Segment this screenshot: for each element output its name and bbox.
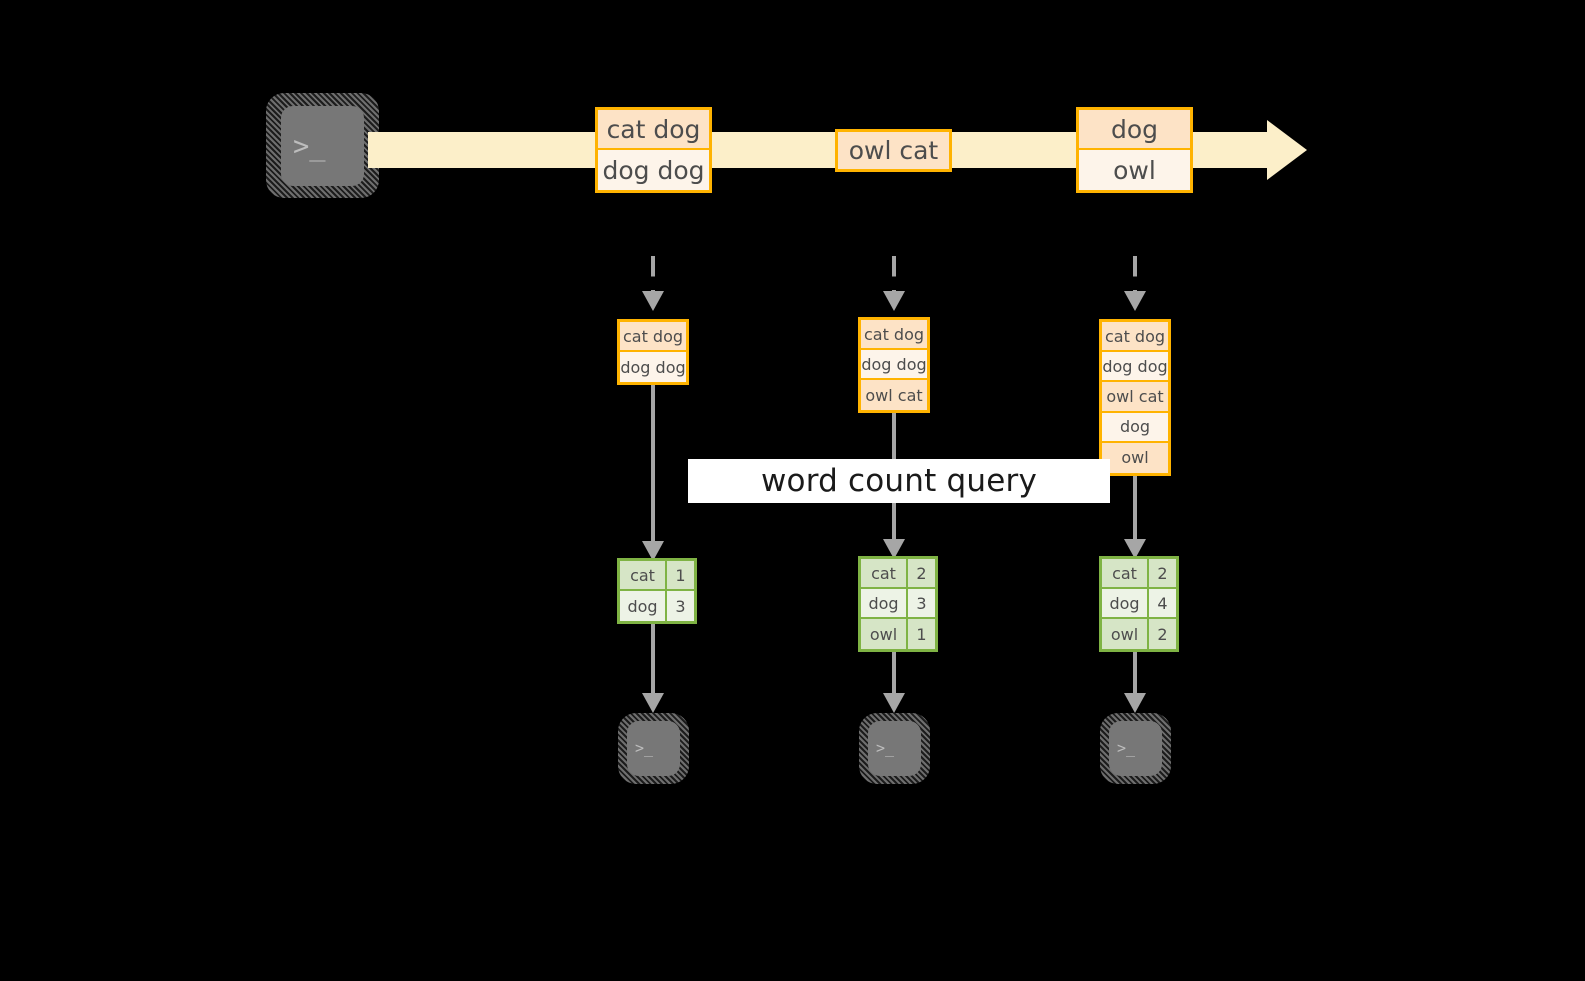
column-2-result-count-1: 2 [908,559,935,587]
column-2-sink-arrowhead-icon [883,693,905,713]
column-3-sink-arrowhead-icon [1124,693,1146,713]
column-1-input-line-2: dog dog [620,352,686,382]
stream-batch-3: dog owl [1076,107,1193,193]
column-1-result-word-1: cat [620,561,667,589]
column-1-input-line-1: cat dog [620,322,686,352]
column-2-result-word-3: owl [861,619,908,649]
stream-batch-2: owl cat [835,129,952,172]
column-2-sink-terminal-icon: >_ [868,721,921,776]
stream-batch-1-line-1: cat dog [598,110,709,150]
column-1-input-box: cat dog dog dog [617,319,689,385]
table-row: owl 2 [1102,619,1176,649]
column-3-result-count-1: 2 [1149,559,1176,587]
stream-batch-1-line-2: dog dog [598,150,709,190]
column-3-input-arrowhead-icon [1124,291,1146,311]
column-1-result-count-2: 3 [667,591,694,621]
column-3-dashed-connector [1133,256,1137,298]
column-1-result-count-1: 1 [667,561,694,589]
stream-batch-3-line-2: owl [1079,150,1190,190]
column-1-query-connector [651,385,655,547]
column-3-result-word-3: owl [1102,619,1149,649]
column-1-sink-arrowhead-icon [642,693,664,713]
column-1-sink-connector [651,624,655,700]
column-3-input-line-4: dog [1102,412,1168,443]
table-row: owl 1 [861,619,935,649]
column-3-result-arrowhead-icon [1124,539,1146,559]
column-1-dashed-connector [651,256,655,298]
table-row: dog 3 [861,589,935,619]
column-2-result-word-2: dog [861,589,908,617]
table-row: dog 3 [620,591,694,621]
column-3-result-count-2: 4 [1149,589,1176,617]
column-1-result-table: cat 1 dog 3 [617,558,697,624]
column-2-dashed-connector [892,256,896,298]
column-1-result-word-2: dog [620,591,667,621]
column-2-input-line-1: cat dog [861,320,927,350]
table-row: dog 4 [1102,589,1176,619]
column-2-result-arrowhead-icon [883,539,905,559]
column-2-input-arrowhead-icon [883,291,905,311]
column-2-result-word-1: cat [861,559,908,587]
query-label: word count query [688,459,1110,503]
column-3-input-line-2: dog dog [1102,352,1168,383]
column-3-result-word-1: cat [1102,559,1149,587]
source-terminal-icon: >_ [281,106,364,186]
stream-batch-1: cat dog dog dog [595,107,712,193]
column-3-result-word-2: dog [1102,589,1149,617]
column-3-result-table: cat 2 dog 4 owl 2 [1099,556,1179,652]
column-2-result-count-3: 1 [908,619,935,649]
terminal-prompt-glyph: >_ [1117,739,1136,757]
column-2-input-line-3: owl cat [861,380,927,410]
column-3-query-connector [1133,476,1137,545]
column-3-sink-connector [1133,652,1137,700]
stream-batch-3-line-1: dog [1079,110,1190,150]
terminal-prompt-glyph: >_ [293,130,326,162]
terminal-prompt-glyph: >_ [635,739,654,757]
column-3-input-line-1: cat dog [1102,322,1168,353]
column-3-result-count-3: 2 [1149,619,1176,649]
column-1-input-arrowhead-icon [642,291,664,311]
table-row: cat 1 [620,561,694,591]
column-2-result-table: cat 2 dog 3 owl 1 [858,556,938,652]
column-3-input-line-3: owl cat [1102,382,1168,413]
table-row: cat 2 [861,559,935,589]
column-2-sink-connector [892,652,896,700]
column-1-result-arrowhead-icon [642,541,664,561]
stream-arrow-head-icon [1267,120,1307,180]
stream-batch-2-line-1: owl cat [838,132,949,169]
table-row: cat 2 [1102,559,1176,589]
column-3-sink-terminal-icon: >_ [1109,721,1162,776]
column-2-input-line-2: dog dog [861,350,927,380]
column-1-sink-terminal-icon: >_ [627,721,680,776]
column-2-result-count-2: 3 [908,589,935,617]
column-3-input-box: cat dog dog dog owl cat dog owl [1099,319,1171,476]
terminal-prompt-glyph: >_ [876,739,895,757]
column-2-input-box: cat dog dog dog owl cat [858,317,930,413]
query-label-text: word count query [760,463,1038,499]
column-3-input-line-5: owl [1102,442,1168,474]
